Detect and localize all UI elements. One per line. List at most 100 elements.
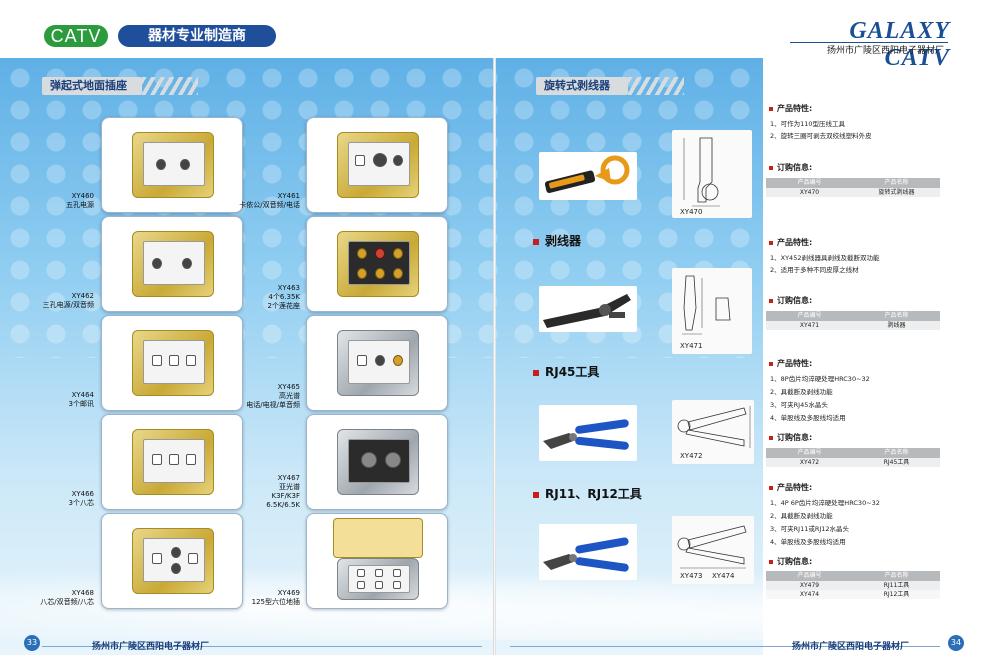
drawing-xy473-xy474: XY473 XY474 bbox=[672, 516, 754, 584]
socket-face bbox=[348, 439, 410, 483]
product-desc: 高光谱 电话/电视/单音频 bbox=[246, 392, 300, 409]
product-card-xy467[interactable] bbox=[306, 414, 448, 510]
product-code: XY466 bbox=[71, 490, 94, 498]
product-label-xy460: XY460 五孔电源 bbox=[30, 192, 94, 210]
product-card-xy463[interactable] bbox=[306, 216, 448, 312]
order-title-text: 订购信息: bbox=[777, 433, 813, 442]
order-title-text: 订购信息: bbox=[777, 296, 813, 305]
rj-port bbox=[357, 355, 367, 366]
socket-image bbox=[337, 132, 419, 198]
order-title-text: 订购信息: bbox=[777, 163, 813, 172]
av-jack bbox=[171, 547, 181, 558]
product-code: XY460 bbox=[71, 192, 94, 200]
product-card-xy465[interactable] bbox=[306, 315, 448, 411]
product-card-xy462[interactable] bbox=[101, 216, 243, 312]
drawing-xy470: XY470 bbox=[672, 130, 752, 218]
feature-line: 2、旋转三圈可剥去双绞线塑料外皮 bbox=[770, 132, 872, 140]
rotary-stripper-icon bbox=[544, 155, 630, 193]
tagline-badge: 器材专业制造商 bbox=[118, 25, 276, 47]
product-label-xy469: XY469 125型六位地插 bbox=[232, 589, 300, 607]
feature-line: 1、4P 6P齿片均淬硬处理HRC30~32 bbox=[770, 499, 880, 507]
title-stripes bbox=[628, 77, 684, 95]
rj-port bbox=[152, 553, 162, 564]
table-cell: 旋转式剥线器 bbox=[878, 189, 915, 196]
socket-face bbox=[143, 340, 205, 384]
drawing-xy472: XY472 bbox=[672, 400, 754, 464]
product-code: XY469 bbox=[277, 589, 300, 597]
rj-port bbox=[375, 581, 383, 589]
outlet-hole bbox=[180, 159, 190, 170]
product-card-xy469[interactable] bbox=[306, 513, 448, 609]
tool-photo-xy473 bbox=[539, 524, 637, 580]
product-desc: 卡依公/双音频/电话 bbox=[239, 201, 300, 209]
table-cell: XY470 bbox=[799, 189, 820, 196]
order-title: 订购信息: bbox=[769, 556, 812, 567]
product-code: XY462 bbox=[71, 292, 94, 300]
red-dot-icon bbox=[769, 435, 773, 440]
feature-title-text: 产品特性: bbox=[777, 238, 813, 247]
drawing-code-xy473: XY473 bbox=[680, 572, 703, 580]
product-desc: 3个邮讯 bbox=[68, 400, 94, 408]
table-cell: XY472 bbox=[799, 459, 820, 466]
feature-line: 3、可夹RJ45水晶头 bbox=[770, 401, 828, 409]
jack-635 bbox=[393, 248, 403, 259]
product-card-xy460[interactable] bbox=[101, 117, 243, 213]
rj-port bbox=[375, 569, 383, 577]
red-dot-icon bbox=[769, 361, 773, 366]
header-cell: 产品编号 bbox=[797, 179, 822, 186]
product-card-xy461[interactable] bbox=[306, 117, 448, 213]
product-card-xy464[interactable] bbox=[101, 315, 243, 411]
feature-line: 4、单股线及多股线均适用 bbox=[770, 414, 846, 422]
rj-port bbox=[357, 569, 365, 577]
rca-jack bbox=[375, 248, 385, 259]
tool-photo-xy470 bbox=[539, 152, 637, 200]
socket-image bbox=[337, 231, 419, 297]
order-table-row: XY472 RJ45工具 bbox=[766, 458, 940, 467]
header-cell: 产品名称 bbox=[884, 179, 909, 186]
feature-title: 产品特性: bbox=[769, 482, 812, 493]
av-jack bbox=[171, 563, 181, 574]
order-table-header: 产品编号 产品名称 bbox=[766, 178, 940, 188]
product-label-xy467: XY467 亚光谱 K3F/K3F 6.5K/6.5K bbox=[232, 474, 300, 510]
order-table-header: 产品编号产品名称 bbox=[766, 448, 940, 458]
product-code: XY464 bbox=[71, 391, 94, 399]
product-desc: 亚光谱 K3F/K3F 6.5K/6.5K bbox=[266, 483, 300, 509]
rca-jack bbox=[393, 355, 403, 366]
footer-company-right: 扬州市广陵区西阳电子器材厂 bbox=[792, 642, 910, 652]
feature-title: 产品特性: bbox=[769, 103, 812, 114]
rj-port bbox=[357, 581, 365, 589]
drawing-code-xy471: XY471 bbox=[680, 342, 703, 350]
product-card-xy468[interactable] bbox=[101, 513, 243, 609]
socket-image bbox=[132, 231, 214, 297]
feature-title-text: 产品特性: bbox=[777, 104, 813, 113]
jack-635 bbox=[357, 268, 367, 279]
feature-line: 1、XY452剥线器具剥线及截断双功能 bbox=[770, 254, 880, 262]
spec-column bbox=[763, 58, 989, 633]
tool-photo-xy471 bbox=[539, 286, 637, 332]
header-cell: 产品编号 bbox=[797, 449, 822, 456]
product-code: XY461 bbox=[277, 192, 300, 200]
product-code: XY465 bbox=[277, 383, 300, 391]
table-cell: 剥线器 bbox=[887, 322, 906, 329]
red-dot-icon bbox=[769, 298, 773, 303]
rj-port bbox=[169, 454, 179, 465]
socket-face bbox=[348, 142, 410, 186]
footer-rule-right bbox=[510, 646, 940, 647]
product-card-xy466[interactable] bbox=[101, 414, 243, 510]
socket-face bbox=[143, 538, 205, 582]
page-number-left: 33 bbox=[24, 635, 40, 651]
footer-rule-left bbox=[42, 646, 482, 647]
book-spine bbox=[493, 0, 496, 655]
header-cell: 产品编号 bbox=[797, 312, 822, 319]
product-code: XY468 bbox=[71, 589, 94, 597]
drawing-code-xy474: XY474 bbox=[712, 572, 735, 580]
jack-635 bbox=[357, 248, 367, 259]
rj-port bbox=[186, 355, 196, 366]
table-cell: XY474 bbox=[799, 591, 820, 598]
table-cell: RJ45工具 bbox=[883, 459, 910, 466]
label-rj11-text: RJ11、RJ12工具 bbox=[545, 487, 642, 501]
feature-line: 3、可夹RJ11或RJ12水晶头 bbox=[770, 525, 850, 533]
socket-image bbox=[337, 558, 419, 600]
crimp-tool-rj45-icon bbox=[543, 419, 629, 450]
